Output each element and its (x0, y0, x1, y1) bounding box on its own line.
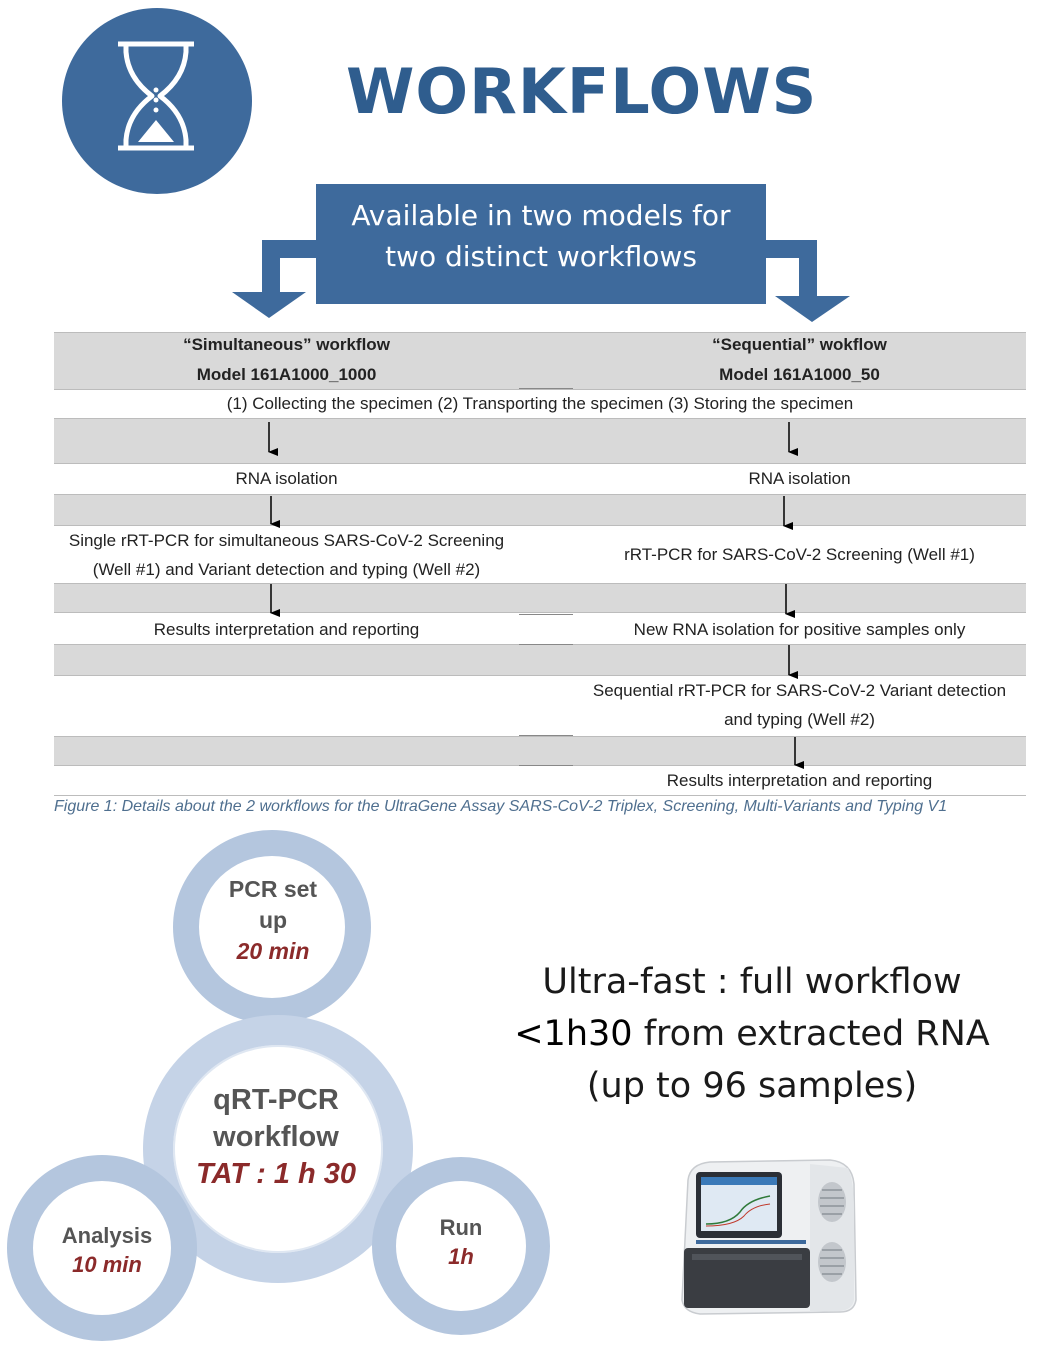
page-title: WORKFLOWS (346, 55, 818, 128)
qpcr-instrument-icon (681, 1159, 857, 1315)
hourglass-icon (118, 41, 194, 151)
run-label: Run 1h (401, 1213, 521, 1271)
right-step-sequential: Sequential rRT-PCR for SARS-CoV-2 Varian… (573, 676, 1026, 734)
header-band (54, 332, 1026, 390)
left-step-pcr: Single rRT-PCR for simultaneous SARS-CoV… (54, 526, 519, 584)
flow-arrows (268, 422, 804, 769)
band-3 (54, 583, 1026, 613)
ultra-line-1: Ultra-fast : full workflow (542, 962, 962, 1002)
right-step-new-rna: New RNA isolation for positive samples o… (633, 620, 966, 639)
workflow-center-label: qRT-PCR workflow TAT : 1 h 30 (176, 1082, 376, 1193)
gap-line (519, 614, 573, 615)
bottom-rule (54, 795, 1026, 796)
analysis-label: Analysis 10 min (37, 1221, 177, 1279)
left-step-pcr-line-1: Single rRT-PCR for simultaneous SARS-CoV… (68, 531, 505, 550)
run-title: Run (439, 1215, 483, 1240)
left-step-pcr-line-2: (Well #1) and Variant detection and typi… (92, 560, 481, 579)
banner-line-1: Available in two models for (351, 199, 731, 232)
left-arrow-icon (232, 240, 316, 318)
hourglass-badge (62, 8, 252, 194)
right-step-screening: rRT-PCR for SARS-CoV-2 Screening (Well #… (624, 545, 975, 564)
right-header: “Sequential” wokflow Model 161A1000_50 (573, 330, 1026, 390)
ultra-line-2-rest: from extracted RNA (632, 1014, 990, 1054)
left-step-rna: RNA isolation (235, 469, 338, 488)
shared-step: (1) Collecting the specimen (2) Transpor… (226, 394, 854, 413)
figure-caption: Figure 1: Details about the 2 workflows … (54, 798, 948, 815)
band-2 (54, 494, 1026, 526)
ultra-fast-text: Ultra-fast : full workflow <1h30 from ex… (500, 956, 1004, 1112)
gap-line (519, 735, 573, 736)
workflow-center-line-2: workflow (213, 1121, 339, 1153)
right-header-title: “Sequential” wokflow (712, 335, 887, 354)
ultra-line-3: (up to 96 samples) (586, 1066, 918, 1106)
left-header: “Simultaneous” workflow Model 161A1000_1… (54, 330, 519, 390)
right-step-sequential-line-1: Sequential rRT-PCR for SARS-CoV-2 Varian… (592, 681, 1007, 700)
band-1 (54, 418, 1026, 464)
left-header-title: “Simultaneous” workflow (183, 335, 390, 354)
pcr-setup-time: 20 min (236, 938, 310, 964)
right-step-results: Results interpretation and reporting (666, 771, 933, 790)
ultra-line-2: <1h30 from extracted RNA (500, 1008, 1004, 1060)
banner-line-2: two distinct workflows (385, 240, 697, 273)
right-step-rna: RNA isolation (748, 469, 851, 488)
right-arrow-icon (766, 240, 850, 322)
banner-box (316, 184, 766, 304)
pcr-setup-line-2: up (258, 907, 288, 933)
workflow-center-line-1: qRT-PCR (213, 1084, 339, 1116)
banner-text: Available in two models for two distinct… (316, 195, 766, 277)
right-header-model: Model 161A1000_50 (719, 365, 880, 384)
pcr-setup-line-1: PCR set (228, 876, 318, 902)
analysis-title: Analysis (61, 1223, 153, 1248)
gap-line (519, 388, 573, 389)
gap-line (519, 765, 573, 766)
left-step-results: Results interpretation and reporting (153, 620, 420, 639)
analysis-time: 10 min (72, 1252, 142, 1277)
gap-line (519, 644, 573, 645)
left-header-model: Model 161A1000_1000 (196, 365, 377, 384)
workflow-center-tat: TAT : 1 h 30 (195, 1158, 357, 1190)
right-step-sequential-line-2: and typing (Well #2) (724, 710, 875, 729)
pcr-setup-label: PCR set up 20 min (203, 874, 343, 967)
ultra-time: <1h30 (514, 1014, 633, 1054)
banner-arrows (232, 184, 850, 322)
run-time: 1h (448, 1244, 474, 1269)
